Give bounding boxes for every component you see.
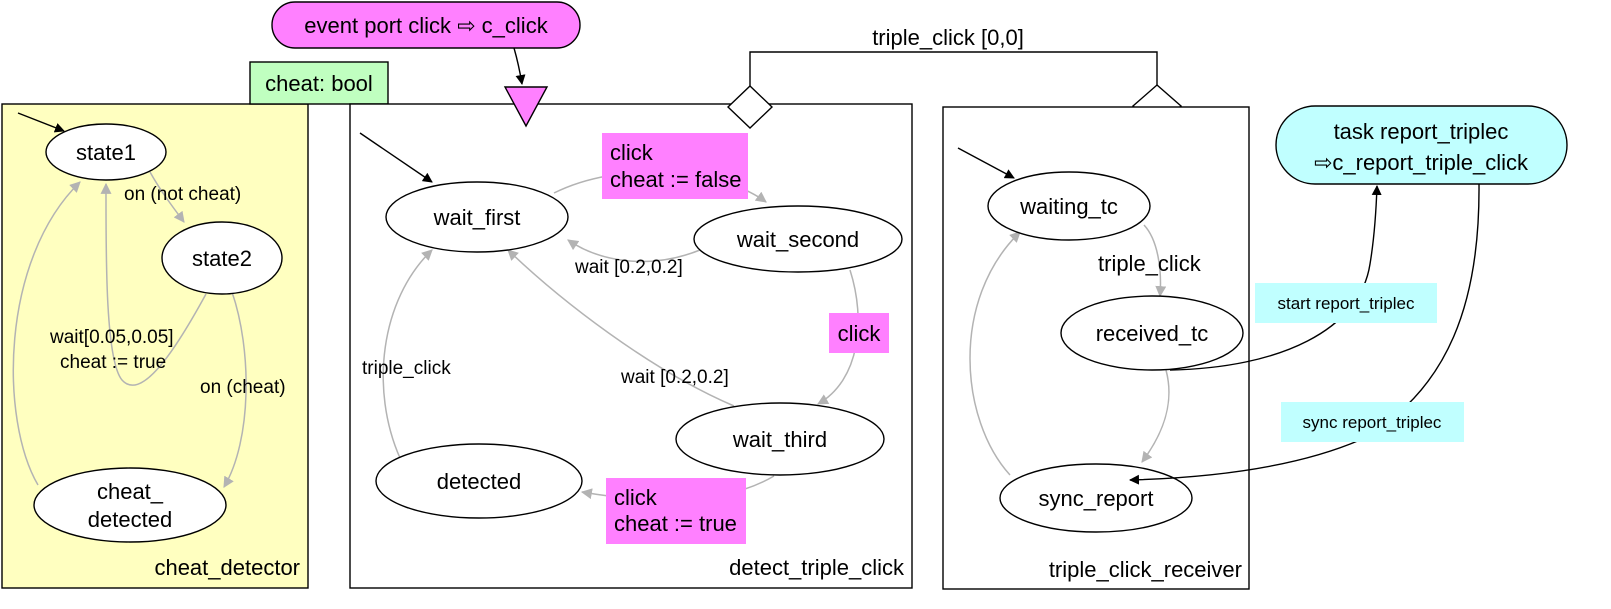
link-start-box bbox=[1255, 283, 1437, 323]
link-sync-label: sync report_triplec bbox=[1303, 413, 1442, 432]
state-sync-report bbox=[999, 463, 1193, 533]
triple-click-connection bbox=[749, 51, 1158, 86]
event-port-node bbox=[271, 1, 581, 49]
edge-not-cheat-label: on (not cheat) bbox=[124, 184, 241, 205]
state-state1-label: state1 bbox=[76, 140, 136, 165]
task-report-label-2: ⇨c_report_triple_click bbox=[1314, 150, 1529, 175]
edge-click3-box bbox=[606, 478, 746, 544]
task-report-label-1: task report_triplec bbox=[1334, 119, 1509, 144]
event-port-arrow bbox=[513, 47, 526, 85]
detect-triple-click-title: detect_triple_click bbox=[729, 555, 905, 580]
state-wait-third bbox=[675, 402, 885, 476]
state-detected bbox=[375, 443, 583, 519]
state-waiting-tc bbox=[987, 171, 1151, 241]
cheat-var-box bbox=[249, 61, 389, 105]
state-state2 bbox=[161, 221, 283, 295]
edge-click3-label-b: cheat := true bbox=[614, 511, 737, 536]
state-wait-first bbox=[385, 181, 569, 253]
cheat-initial-arrow bbox=[17, 112, 65, 133]
edge-click2-box bbox=[829, 313, 889, 353]
state-wait-second bbox=[693, 205, 903, 273]
edge-wait-b-label: wait [0.2,0.2] bbox=[620, 367, 729, 388]
cheat-detector-title: cheat_detector bbox=[154, 555, 300, 580]
edge-state1-state2 bbox=[149, 171, 185, 223]
state-received-tc bbox=[1060, 295, 1244, 371]
edge-wait-label-2: cheat := true bbox=[60, 352, 166, 373]
state-received-tc-label: received_tc bbox=[1096, 321, 1209, 346]
edge-click3-label-a: click bbox=[614, 485, 658, 510]
triple-click-receiver-title: triple_click_receiver bbox=[1049, 557, 1242, 582]
state-sync-report-label: sync_report bbox=[1039, 486, 1154, 511]
edge-sync-waiting bbox=[969, 231, 1021, 476]
task-report-node bbox=[1275, 105, 1568, 185]
state-wait-first-label: wait_first bbox=[433, 205, 521, 230]
state-cheat-detected-label-2: detected bbox=[88, 507, 172, 532]
event-port-label: event port click ⇨ c_click bbox=[304, 13, 548, 38]
triple-click-connection-label: triple_click [0,0] bbox=[872, 25, 1024, 50]
edge-on-cheat-label: on (cheat) bbox=[200, 377, 286, 398]
link-sync-box bbox=[1281, 402, 1464, 442]
port-diamond-left bbox=[726, 85, 774, 129]
state-detected-label: detected bbox=[437, 469, 521, 494]
detect-initial-arrow bbox=[359, 132, 433, 183]
state-wait-second-label: wait_second bbox=[736, 227, 859, 252]
edge-wait-a-label: wait [0.2,0.2] bbox=[574, 257, 683, 278]
edge-state2-cheat-detected bbox=[223, 291, 247, 488]
state-cheat-detected-label-1: cheat_ bbox=[97, 479, 164, 504]
cheat-var-label: cheat: bool bbox=[265, 71, 373, 96]
receiver-initial-arrow bbox=[957, 147, 1015, 179]
edge-state2-state1 bbox=[100, 182, 207, 386]
edge-wait-label-1: wait[0.05,0.05] bbox=[49, 327, 174, 348]
edge-detected-first bbox=[382, 249, 433, 459]
edge-click2-label: click bbox=[838, 321, 882, 346]
edge-click1-box bbox=[602, 133, 748, 199]
edge-triple-label: triple_click bbox=[362, 358, 451, 379]
edge-click1-label-b: cheat := false bbox=[610, 167, 741, 192]
edge-cheat-detected-state1 bbox=[12, 181, 81, 486]
edge-second-first bbox=[567, 239, 701, 263]
event-port-triangle bbox=[503, 86, 549, 128]
link-start-label: start report_triplec bbox=[1278, 294, 1415, 313]
state-state2-label: state2 bbox=[192, 246, 252, 271]
state-state1 bbox=[45, 123, 167, 181]
edge-click1-label-a: click bbox=[610, 140, 654, 165]
state-waiting-tc-label: waiting_tc bbox=[1019, 194, 1118, 219]
state-wait-third-label: wait_third bbox=[732, 427, 827, 452]
edge-received-sync bbox=[1141, 369, 1170, 463]
edge-third-first bbox=[507, 249, 735, 407]
edge-waiting-received bbox=[1143, 224, 1167, 298]
edge-receiver-triple-label: triple_click bbox=[1098, 251, 1202, 276]
state-cheat-detected bbox=[33, 467, 227, 543]
